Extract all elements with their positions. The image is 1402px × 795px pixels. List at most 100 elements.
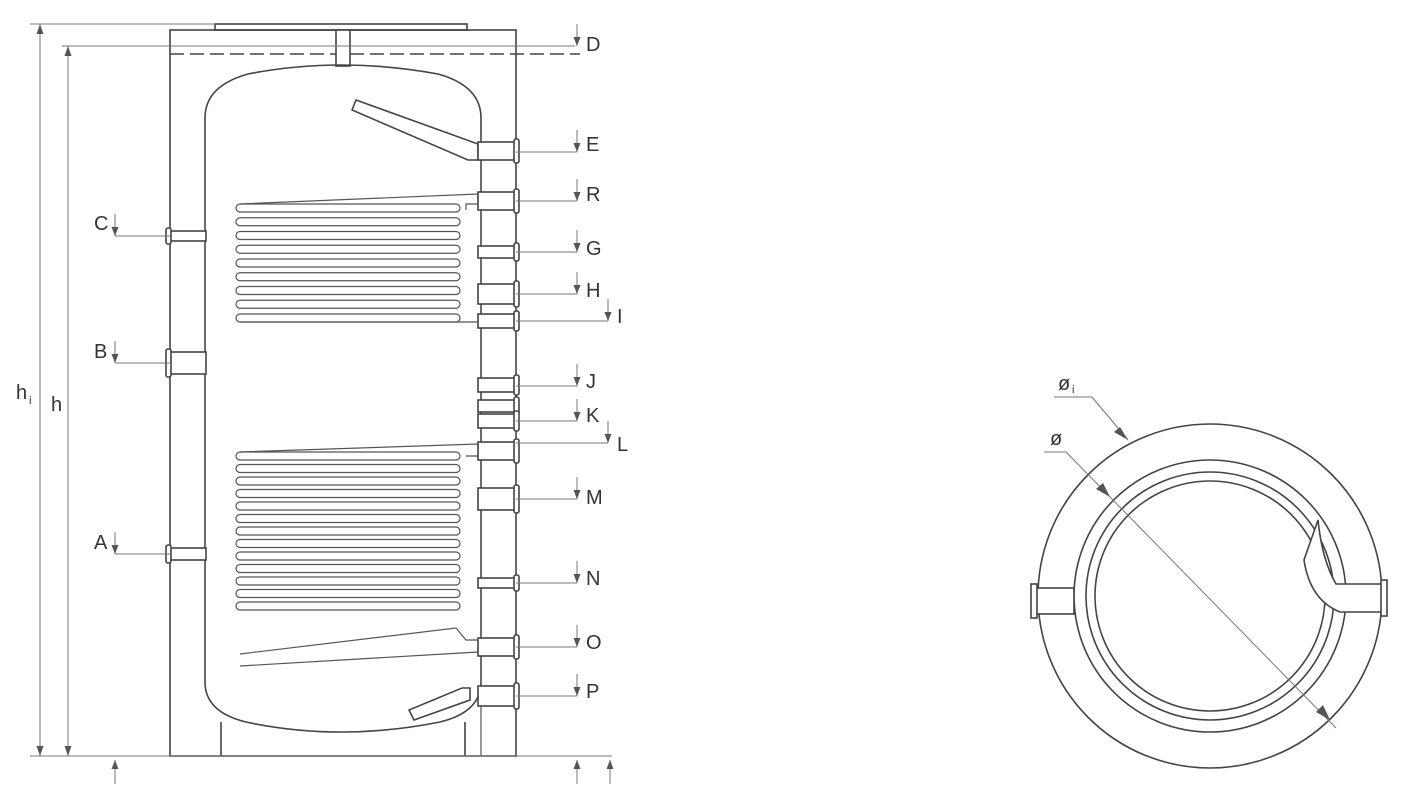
diameter-outer-label: ø <box>1058 373 1070 395</box>
connection-label-k: K <box>586 405 600 427</box>
lower-coil-turn <box>235 501 461 511</box>
upper-coil-turn <box>235 244 461 254</box>
left-dim-0-head <box>111 227 119 236</box>
port-e <box>477 141 517 161</box>
tank-circle-1 <box>1085 471 1335 721</box>
right-dim-2-head <box>573 192 581 201</box>
right-dim-9-head <box>573 490 581 499</box>
top-fitting <box>335 29 351 67</box>
top-cap <box>214 23 468 31</box>
diam-inner-arrow-1 <box>1096 483 1110 497</box>
diam-outer-arrow <box>1114 427 1128 440</box>
diam-inner-line <box>1065 451 1337 729</box>
port-i <box>477 313 517 329</box>
right-dim-0-head <box>573 37 581 46</box>
port-j <box>477 377 517 393</box>
connection-label-l: L <box>617 434 628 456</box>
connection-label-e: E <box>586 134 599 156</box>
upper-coil-turn <box>235 299 461 309</box>
bottom-arrow-right-head <box>606 760 614 769</box>
port-k2 <box>477 413 517 429</box>
lower-coil-turn <box>235 538 461 549</box>
lower-coil-turn <box>235 576 461 586</box>
upper-coil-turn <box>235 272 461 282</box>
connection-label-b: B <box>94 341 107 363</box>
left-port-b <box>169 351 207 375</box>
right-dim-12-head <box>573 687 581 696</box>
height-label-h: h <box>51 394 62 416</box>
lower-coil-turn <box>235 526 461 536</box>
height-label-hi: h <box>16 382 27 404</box>
lower-coil-turn <box>235 551 461 561</box>
right-dim-6-head <box>573 377 581 386</box>
right-dim-8-head <box>604 434 612 443</box>
connection-label-j: J <box>586 371 596 393</box>
port-cap-e <box>513 138 520 164</box>
right-dim-3-head <box>573 243 581 252</box>
upper-coil <box>235 193 479 323</box>
left-connection-ports <box>165 227 207 564</box>
left-connection-labels: C B A <box>94 213 108 554</box>
middle-circle <box>1073 459 1347 733</box>
upper-coil-inlet <box>239 193 479 210</box>
right-dim-1-head <box>573 143 581 152</box>
lower-coil-turn <box>235 451 461 461</box>
port-l <box>477 441 517 461</box>
left-port-c <box>169 230 207 242</box>
right-dim-5-head <box>604 312 612 321</box>
bottom-arrow-mid-head <box>573 760 581 769</box>
port-cap-j <box>513 374 520 396</box>
port-cap-l <box>513 438 520 464</box>
lower-coil-turn <box>235 476 461 486</box>
connection-label-i: I <box>617 306 623 328</box>
diameter-outer-sub: i <box>1072 384 1074 396</box>
connection-label-n: N <box>586 568 600 590</box>
h-arrow-top <box>64 46 72 56</box>
upper-coil-turn <box>235 230 461 241</box>
port-n <box>477 577 517 589</box>
port-p <box>477 685 517 707</box>
right-dim-7-head <box>573 412 581 421</box>
connection-label-m: M <box>586 487 603 509</box>
upper-coil-turn <box>235 217 461 227</box>
upper-coil-turn <box>235 313 461 323</box>
port-h <box>477 283 517 305</box>
left-stub <box>1035 587 1075 615</box>
hi-arrow-top <box>36 24 44 34</box>
left-port-a <box>169 547 207 561</box>
connection-label-d: D <box>586 34 600 56</box>
lower-coil-turn <box>235 513 461 524</box>
right-dim-11-head <box>573 638 581 647</box>
connection-label-c: C <box>94 213 108 235</box>
lower-coil-turn <box>235 463 461 474</box>
port-r <box>477 191 517 211</box>
upper-coil-turn <box>235 285 461 296</box>
right-stub-cap <box>1380 579 1388 617</box>
connection-label-a: A <box>94 532 108 554</box>
diameter-inner-label: ø <box>1050 428 1062 450</box>
h-arrow-bot <box>64 746 72 756</box>
height-label-hi-sub: i <box>29 395 31 407</box>
lower-coil-turn <box>235 588 461 599</box>
diam-inner-arrow-2 <box>1316 705 1330 720</box>
port-g <box>477 245 517 259</box>
left-dim-2-head <box>111 545 119 554</box>
dimension-lines <box>30 23 614 784</box>
tank-vessel <box>204 64 482 733</box>
right-dim-4-head <box>573 285 581 294</box>
tank-circle-2 <box>1094 480 1326 712</box>
hi-arrow-bot <box>36 746 44 756</box>
connection-label-r: R <box>586 184 600 206</box>
lower-coil-outlet <box>239 627 479 667</box>
lower-coil <box>235 443 479 667</box>
connection-label-o: O <box>586 632 602 654</box>
lower-coil-inlet <box>239 443 479 457</box>
connection-label-p: P <box>586 681 599 703</box>
right-connection-ports <box>477 138 520 710</box>
connection-label-h: H <box>586 280 600 302</box>
bottom-arrow-left-head <box>111 760 119 769</box>
lower-coil-turn <box>235 488 461 499</box>
left-dim-1-head <box>111 354 119 363</box>
